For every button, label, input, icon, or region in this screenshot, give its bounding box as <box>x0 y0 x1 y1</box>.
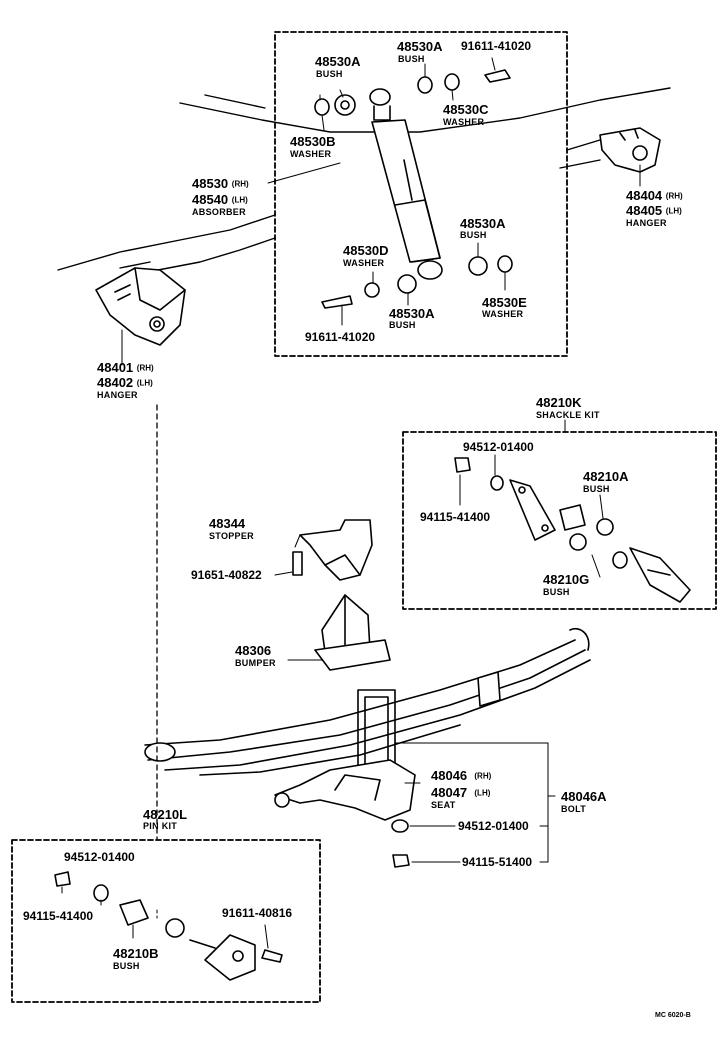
part-48530: 48530 (RH) <box>192 177 249 190</box>
part-48530C-desc: WASHER <box>443 117 485 127</box>
part-48530D-desc: WASHER <box>343 258 385 268</box>
part-48046: 48046 (RH) <box>431 769 491 782</box>
absorber-group-box <box>274 31 568 357</box>
part-48530A-top-left: 48530A <box>315 54 361 69</box>
seat-desc: SEAT <box>431 800 456 810</box>
absorber-desc: ABSORBER <box>192 207 246 217</box>
part-48530A-bottom-desc: BUSH <box>389 320 416 330</box>
part-94115-51400-seat: 94115-51400 <box>462 855 533 869</box>
spring-seat <box>274 759 416 821</box>
part-48530A-top-left-desc: BUSH <box>316 69 343 79</box>
absorber-small-parts <box>314 69 513 309</box>
part-91611-41020-bottom: 91611-41020 <box>305 330 376 344</box>
part-48530B-desc: WASHER <box>290 149 332 159</box>
hanger-left-desc: HANGER <box>97 390 138 400</box>
part-48306: 48306 <box>235 643 272 658</box>
stopper <box>292 519 373 581</box>
bolt-desc: BOLT <box>561 804 587 814</box>
hanger-right-desc: HANGER <box>626 218 667 228</box>
stopper-desc: STOPPER <box>209 531 254 541</box>
rear-hanger <box>599 127 661 173</box>
part-48402-side: (LH) <box>136 378 153 388</box>
part-48404-side: (RH) <box>665 191 683 201</box>
part-48530C: 48530C <box>443 102 489 117</box>
part-48046-side: (RH) <box>474 771 492 781</box>
pin-kit-desc: PIN KIT <box>143 821 178 831</box>
part-48530A-bottom: 48530A <box>389 306 435 321</box>
part-94512-01400-seat: 94512-01400 <box>458 819 529 833</box>
part-48210G: 48210G <box>543 572 590 587</box>
seat-nuts <box>391 819 410 868</box>
shackle-kit-box <box>402 431 717 610</box>
part-48530-number: 48530 <box>192 176 229 191</box>
part-48530E-desc: WASHER <box>482 309 524 319</box>
part-48210L: 48210L <box>143 807 188 822</box>
pin-kit-parts <box>54 871 283 981</box>
part-48530A-top-mid-desc: BUSH <box>398 54 425 64</box>
part-48405: 48405 (LH) <box>626 204 682 217</box>
pin-kit-box <box>11 839 321 1003</box>
part-48401: 48401 (RH) <box>97 361 154 374</box>
part-94115-41400-shackle: 94115-41400 <box>420 510 491 524</box>
part-48210A: 48210A <box>583 469 629 484</box>
u-bolt <box>357 689 396 781</box>
part-48401-number: 48401 <box>97 360 134 375</box>
part-48540: 48540 (LH) <box>192 193 248 206</box>
bumper <box>314 594 391 671</box>
bumper-desc: BUMPER <box>235 658 276 668</box>
part-48046-number: 48046 <box>431 768 468 783</box>
part-48401-side: (RH) <box>136 363 154 373</box>
part-48046A: 48046A <box>561 789 607 804</box>
leaf-spring <box>144 628 591 776</box>
part-48047-side: (LH) <box>474 788 491 798</box>
part-48210B-desc: BUSH <box>113 961 140 971</box>
part-91651-40822: 91651-40822 <box>191 568 262 582</box>
shackle-parts <box>454 457 691 603</box>
part-48404: 48404 (RH) <box>626 189 683 202</box>
part-48530A-top-mid: 48530A <box>397 39 443 54</box>
part-48402: 48402 (LH) <box>97 376 153 389</box>
part-91611-40816: 91611-40816 <box>222 906 293 920</box>
part-48530A-lower: 48530A <box>460 216 506 231</box>
leader-lines <box>61 57 641 949</box>
part-48405-number: 48405 <box>626 203 663 218</box>
part-48402-number: 48402 <box>97 375 134 390</box>
part-48540-number: 48540 <box>192 192 229 207</box>
part-48404-number: 48404 <box>626 188 663 203</box>
part-48530D: 48530D <box>343 243 389 258</box>
front-hanger <box>95 267 186 346</box>
part-94115-41400-pin: 94115-41400 <box>23 909 94 923</box>
frame-rail <box>57 87 671 271</box>
shackle-kit-desc: SHACKLE KIT <box>536 410 600 420</box>
part-48344: 48344 <box>209 516 246 531</box>
part-48530-side: (RH) <box>231 179 249 189</box>
part-48540-side: (LH) <box>231 195 248 205</box>
part-48210A-desc: BUSH <box>583 484 610 494</box>
part-48210G-desc: BUSH <box>543 587 570 597</box>
part-48047-number: 48047 <box>431 785 468 800</box>
part-48530E: 48530E <box>482 295 527 310</box>
part-94512-01400-pin: 94512-01400 <box>64 850 135 864</box>
part-48530A-lower-desc: BUSH <box>460 230 487 240</box>
part-94512-01400-shackle: 94512-01400 <box>463 440 534 454</box>
part-48047: 48047 (LH) <box>431 786 490 799</box>
part-91611-41020-top: 91611-41020 <box>461 39 532 53</box>
part-48210K: 48210K <box>536 395 582 410</box>
part-48405-side: (LH) <box>665 206 682 216</box>
part-48530B: 48530B <box>290 134 336 149</box>
part-48210B: 48210B <box>113 946 159 961</box>
shock-absorber <box>369 88 443 280</box>
footer-code: MC 6020-B <box>655 1012 691 1019</box>
